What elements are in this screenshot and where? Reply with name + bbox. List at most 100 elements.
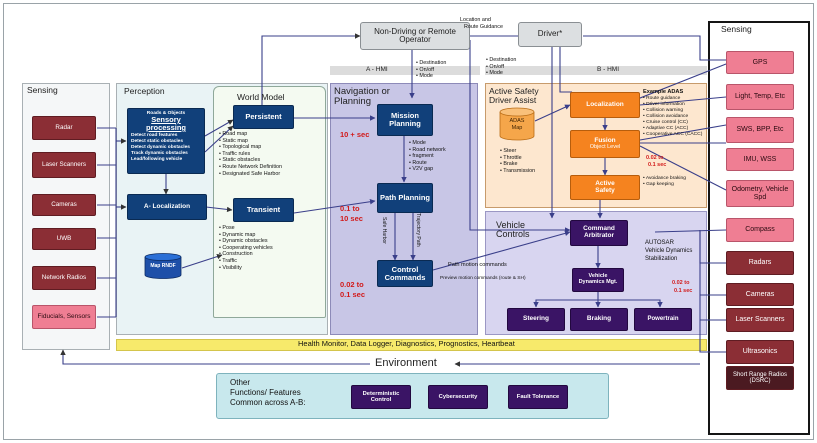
list-item: fragment (409, 153, 446, 160)
list-item: Visibility (219, 265, 273, 272)
list-item: Cruise control (CC) (643, 120, 702, 126)
dynamics-label-2: Dynamics Mgt. (578, 279, 618, 285)
navigation-planning-title: Navigation or Planning (334, 86, 390, 107)
active-safety-box: Active Safety (570, 175, 640, 200)
trajectory-path-label: Trajectory Path (415, 213, 421, 247)
sensory-processing-box: Roads & Objects Sensory processing Detec… (127, 108, 205, 174)
list-item: Lead/following vehicle (131, 156, 183, 162)
sensor-cameras: Cameras (32, 194, 96, 216)
sensor-cameras-right: Cameras (726, 283, 794, 306)
outer-frame (3, 3, 814, 440)
example-adas-list: Route guidanceDriver informationCollisio… (643, 96, 703, 138)
vc-timing-2: 0.1 sec (674, 288, 693, 294)
powertrain-box: Powertrain (634, 308, 692, 331)
sensor-radar: Radar (32, 116, 96, 140)
map-rndf-cylinder: Map RNDF (144, 253, 182, 279)
list-item: Construction (219, 251, 273, 258)
driver-box: Driver* (518, 22, 582, 47)
sensor-uwb: UWB (32, 228, 96, 250)
list-item: Track dynamic obstacles (131, 150, 188, 156)
deterministic-control-box: Deterministic Control (351, 385, 411, 409)
list-item: Road map (219, 131, 282, 138)
timing-control-2: 0.1 sec (340, 290, 366, 299)
active-safety-label-2: Safety (595, 186, 615, 194)
sensor-compass: Compass (726, 218, 794, 242)
list-item: Driver information (643, 102, 702, 108)
sensor-odometry: Odometry, Vehicle Spd (726, 180, 794, 207)
common-label-3: Common across A-B: (230, 398, 306, 407)
sensor-gps: GPS (726, 51, 794, 74)
command-arbitrator-box: Command Arbitrator (570, 220, 628, 246)
mission-planning-box: Mission Planning (377, 104, 433, 136)
list-item: Mode (409, 140, 446, 147)
safety-notes-list: Avoidance brakingGap keeping (643, 176, 686, 188)
active-safety-title: Active Safety Driver Assist (489, 86, 539, 105)
environment-label: Environment (375, 357, 437, 369)
sensor-laser-scanners-right: Laser Scanners (726, 308, 794, 332)
fusion-label-2: Object Level (589, 143, 621, 150)
dynamics-label-1: Vehicle (588, 273, 608, 280)
cybersecurity-box: Cybersecurity (428, 385, 488, 409)
timing-mission: 10 + sec (340, 130, 370, 139)
list-item: Static obstacles (219, 157, 282, 164)
sensor-imu-wss: IMU, WSS (726, 148, 794, 171)
list-item: Mode (486, 70, 516, 77)
list-item: Brake (500, 161, 535, 168)
list-item: On/off (486, 64, 516, 71)
perception-title: Perception (124, 86, 165, 96)
list-item: Collision avoidance (643, 114, 702, 120)
arbitrator-label-1: Command (583, 225, 615, 233)
list-item: Throttle (500, 155, 535, 162)
persistent-box: Persistent (233, 105, 294, 129)
sensor-network-radios: Network Radios (32, 266, 96, 290)
common-label-1: Other (230, 378, 251, 387)
as-timing-1: 0.02 to (646, 155, 664, 161)
path-planning-box: Path Planning (377, 183, 433, 213)
list-item: Dynamic map (219, 232, 273, 239)
list-item: Route (409, 160, 446, 167)
cylinder-icon (144, 253, 182, 279)
sensor-fiducials: Fiducials, Sensors (32, 305, 96, 329)
fusion-label-1: Fusion (594, 136, 616, 144)
list-item: Designated Safe Harbor (219, 171, 282, 178)
list-item: Avoidance braking (643, 176, 686, 182)
preview-motion-commands: Preview motion commands (route & SH) (440, 276, 526, 281)
location-route-2: Route Guidance (464, 24, 503, 30)
mission-notes-list: ModeRoad networkfragmentRouteV2V gap (409, 140, 446, 173)
list-item: Collision warning (643, 108, 702, 114)
list-item: V2V gap (409, 166, 446, 173)
fusion-box: Fusion Object Level (570, 130, 640, 158)
common-label-2: Functions/ Features (230, 388, 301, 397)
timing-control-1: 0.02 to (340, 280, 364, 289)
world-model-title: World Model (237, 92, 285, 102)
list-item: Traffic rules (219, 151, 282, 158)
list-item: Detect road features (131, 132, 178, 138)
vehicle-dynamics-box: Vehicle Dynamics Mgt. (572, 268, 624, 292)
list-item: Road network (409, 147, 445, 154)
driver-inputs-list: SteerThrottleBrakeTransmission (500, 148, 535, 174)
sensory-processing-top: Roads & Objects (146, 111, 186, 116)
list-item: Detect static obstacles (131, 138, 183, 144)
hmi-a-label: A - HMI (366, 66, 388, 73)
as-localization-box: Localization (570, 92, 640, 118)
non-driving-operator-box: Non-Driving or Remote Operator (360, 22, 470, 50)
list-item: Traffic (219, 258, 273, 265)
braking-box: Braking (570, 308, 628, 331)
autosar-label-3: Stabilization (645, 256, 678, 262)
fault-tolerance-box: Fault Tolerance (508, 385, 568, 409)
steering-box: Steering (507, 308, 565, 331)
list-item: Pose (219, 225, 273, 232)
sensory-processing-title: Sensory processing (145, 115, 186, 132)
sensor-laser-scanners: Laser Scanners (32, 152, 96, 178)
sensor-sws-bpp: SWS, BPP, Etc (726, 117, 794, 143)
list-item: Destination (486, 57, 516, 64)
cylinder-icon (499, 107, 535, 141)
autosar-label-2: Vehicle Dynamics (645, 248, 693, 254)
example-adas-title: Example ADAS (643, 89, 684, 95)
list-item: Transmission (500, 168, 535, 175)
sensing-right-title: Sensing (721, 24, 752, 34)
list-item: Route Network Definition (219, 164, 282, 171)
list-item: Dynamic obstacles (219, 238, 273, 245)
list-item: Topological map (219, 144, 282, 151)
